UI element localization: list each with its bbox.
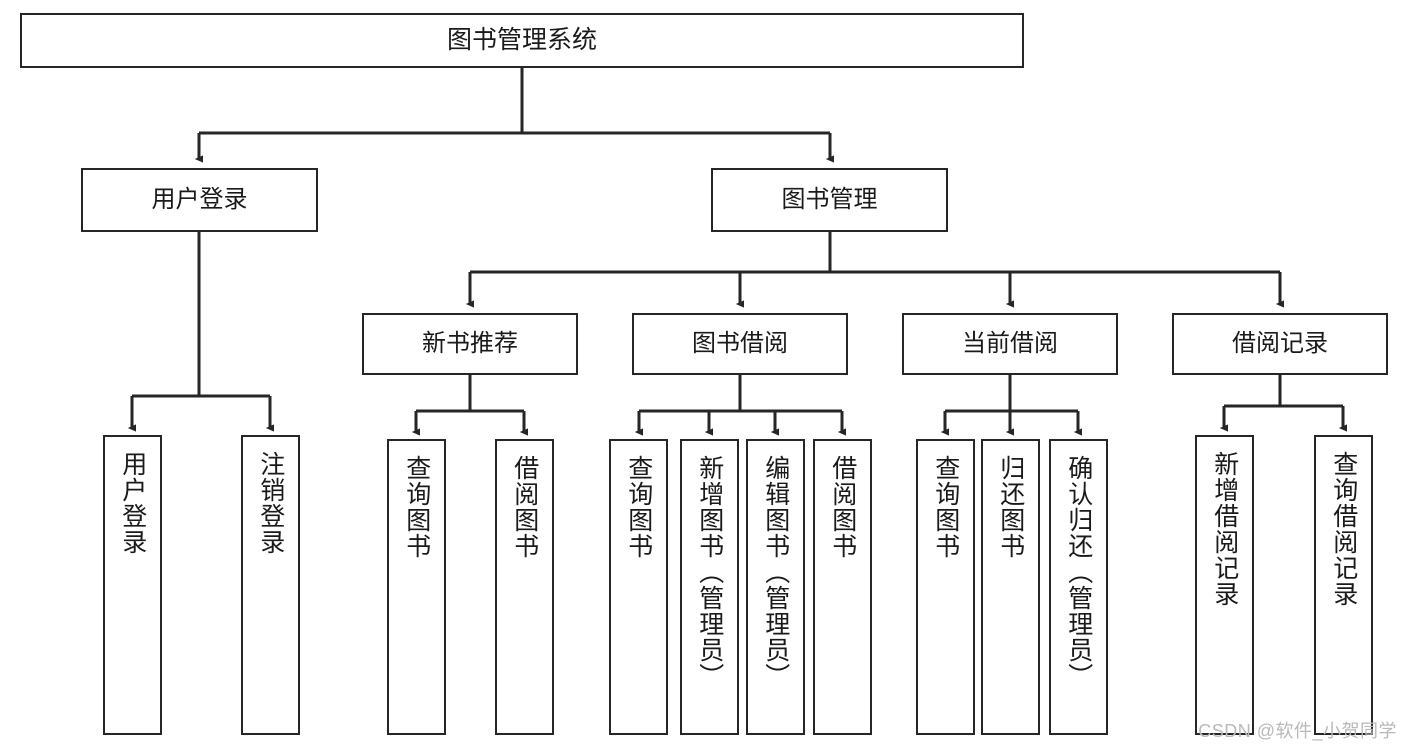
leaf-query-book-borrow[interactable]: 查询图书 <box>609 439 668 735</box>
csdn-watermark: CSDN @软件_小贺同学 <box>1198 721 1397 741</box>
node-label: 借阅图书 <box>510 455 539 559</box>
leaf-return-book[interactable]: 归还图书 <box>981 439 1040 735</box>
node-label: 新增借阅记录 <box>1210 451 1239 607</box>
node-new-book-recommend[interactable]: 新书推荐 <box>362 313 578 375</box>
node-current-borrow[interactable]: 当前借阅 <box>902 313 1118 375</box>
leaf-query-book-recommend[interactable]: 查询图书 <box>387 439 446 735</box>
node-label: 图书借阅 <box>692 329 788 357</box>
node-label: 图书管理 <box>781 185 878 213</box>
node-label: 用户登录 <box>118 451 147 555</box>
node-label: 编辑图书（管理员） <box>761 455 790 689</box>
leaf-add-book-admin[interactable]: 新增图书（管理员） <box>680 439 739 735</box>
node-book-management[interactable]: 图书管理 <box>711 168 948 232</box>
node-label: 确认归还（管理员） <box>1064 455 1093 689</box>
leaf-confirm-return-admin[interactable]: 确认归还（管理员） <box>1049 439 1108 735</box>
node-book-borrow[interactable]: 图书借阅 <box>632 313 848 375</box>
node-label: 查询图书 <box>624 455 653 559</box>
node-label: 借阅记录 <box>1232 329 1328 357</box>
node-root-book-management-system[interactable]: 图书管理系统 <box>20 13 1024 68</box>
leaf-query-borrow-record[interactable]: 查询借阅记录 <box>1314 435 1373 735</box>
node-label: 借阅图书 <box>828 455 857 559</box>
leaf-add-borrow-record[interactable]: 新增借阅记录 <box>1195 435 1254 735</box>
node-label: 查询借阅记录 <box>1329 451 1358 607</box>
leaf-borrow-book[interactable]: 借阅图书 <box>813 439 872 735</box>
leaf-borrow-book-recommend[interactable]: 借阅图书 <box>495 439 554 735</box>
node-user-login[interactable]: 用户登录 <box>81 168 318 232</box>
node-label: 归还图书 <box>996 455 1025 559</box>
leaf-user-login[interactable]: 用户登录 <box>103 435 162 735</box>
node-label: 图书管理系统 <box>446 25 597 54</box>
node-label: 当前借阅 <box>962 329 1058 357</box>
node-label: 新增图书（管理员） <box>695 455 724 689</box>
node-label: 新书推荐 <box>422 329 518 357</box>
node-label: 查询图书 <box>931 455 960 559</box>
node-label: 用户登录 <box>151 185 248 213</box>
leaf-edit-book-admin[interactable]: 编辑图书（管理员） <box>746 439 805 735</box>
node-borrow-record[interactable]: 借阅记录 <box>1172 313 1388 375</box>
node-label: 注销登录 <box>256 451 285 555</box>
leaf-logout-login[interactable]: 注销登录 <box>241 435 300 735</box>
node-label: 查询图书 <box>402 455 431 559</box>
leaf-query-book-current[interactable]: 查询图书 <box>916 439 975 735</box>
